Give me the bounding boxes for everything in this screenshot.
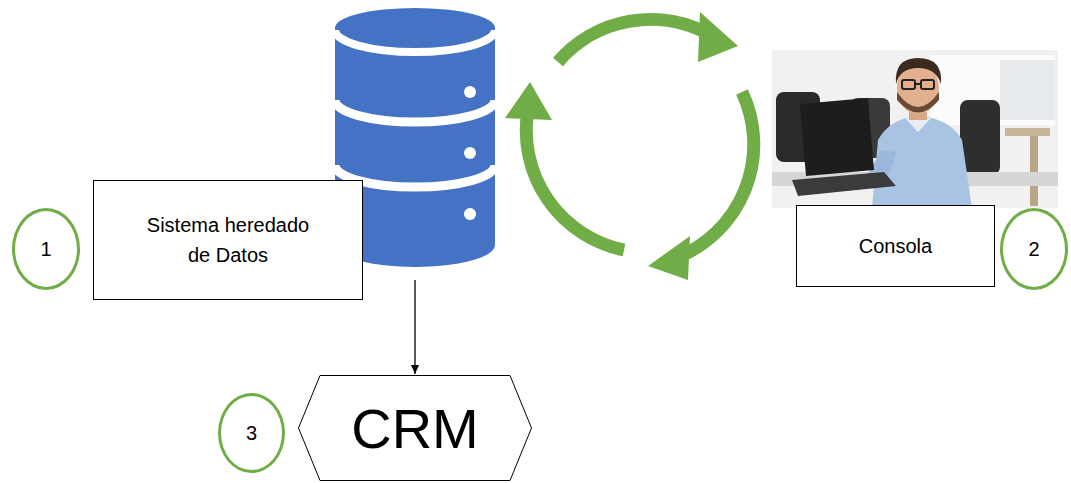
callout-circle: 2: [1000, 208, 1068, 290]
callout-number: 2: [1028, 238, 1039, 261]
callout-number: 1: [40, 238, 51, 261]
callout-circle: 3: [218, 393, 285, 473]
node-label: Consola: [859, 231, 932, 261]
system-box: Sistema heredado de Datos: [93, 180, 363, 300]
callout-circle: 1: [12, 208, 80, 290]
office-photo: [772, 50, 1058, 208]
crm-hexagon: CRM: [298, 375, 532, 481]
callout-number: 3: [246, 422, 257, 445]
hexagon-shape: [299, 376, 532, 481]
console-box: Consola: [796, 205, 995, 287]
node-label: Sistema heredado de Datos: [142, 210, 314, 270]
cycle-arrows: [505, 12, 754, 280]
node-label: CRM: [351, 396, 479, 461]
flow-arrow: [414, 280, 415, 374]
